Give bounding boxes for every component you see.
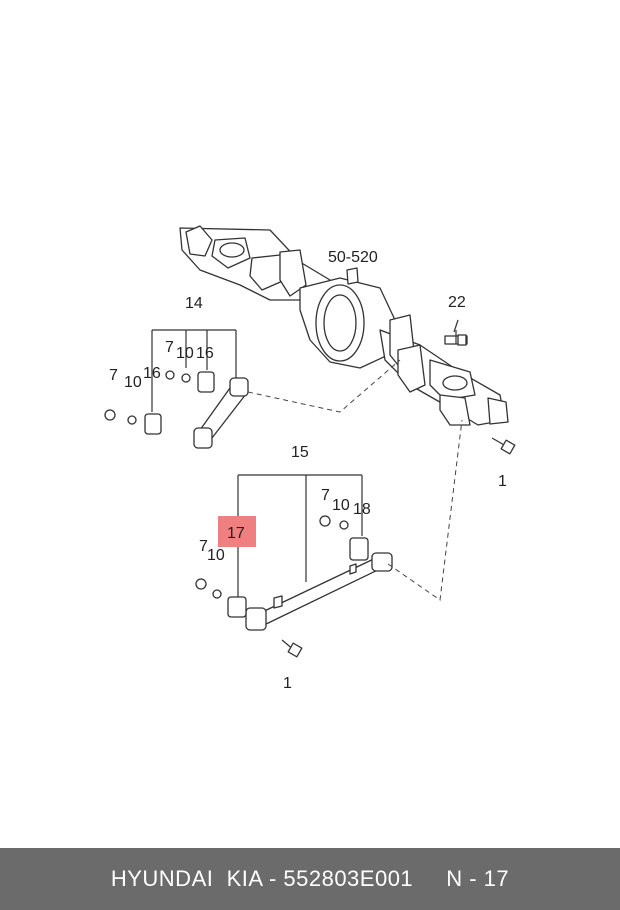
callout-10: 10	[332, 497, 350, 514]
parts-diagram: 50-520 14 22 7 10 16 7 10 16 1 15 7 10 1…	[104, 225, 516, 692]
callout-16: 16	[143, 365, 161, 382]
callout-15: 15	[291, 444, 309, 461]
callout-1: 1	[283, 675, 292, 692]
callout-7: 7	[165, 339, 174, 356]
assembly-line-lower	[387, 419, 463, 601]
highlight-17	[218, 516, 256, 547]
callout-7: 7	[199, 538, 208, 555]
upper-link-14	[104, 329, 249, 449]
callout-1: 1	[498, 473, 507, 490]
footer-bar: HYUNDAI KIA - 552803E001 N - 17	[0, 848, 620, 910]
lower-link-15	[195, 474, 393, 631]
callout-10: 10	[207, 547, 225, 564]
rear-axle-housing	[179, 225, 509, 426]
assembly-line-upper	[247, 359, 401, 413]
bolt-1-upper	[491, 437, 516, 455]
callout-50-520: 50-520	[328, 249, 378, 266]
callout-14: 14	[185, 295, 203, 312]
callout-22: 22	[448, 294, 466, 311]
callout-18: 18	[353, 501, 371, 518]
callout-10: 10	[124, 374, 142, 391]
footer-text: HYUNDAI KIA - 552803E001 N - 17	[110, 866, 510, 891]
callout-7: 7	[321, 487, 330, 504]
bolt-1-lower	[281, 639, 303, 658]
callout-16: 16	[196, 345, 214, 362]
callout-7: 7	[109, 367, 118, 384]
callout-17: 17	[227, 525, 245, 542]
callout-10: 10	[176, 345, 194, 362]
bolt-22	[444, 319, 468, 346]
